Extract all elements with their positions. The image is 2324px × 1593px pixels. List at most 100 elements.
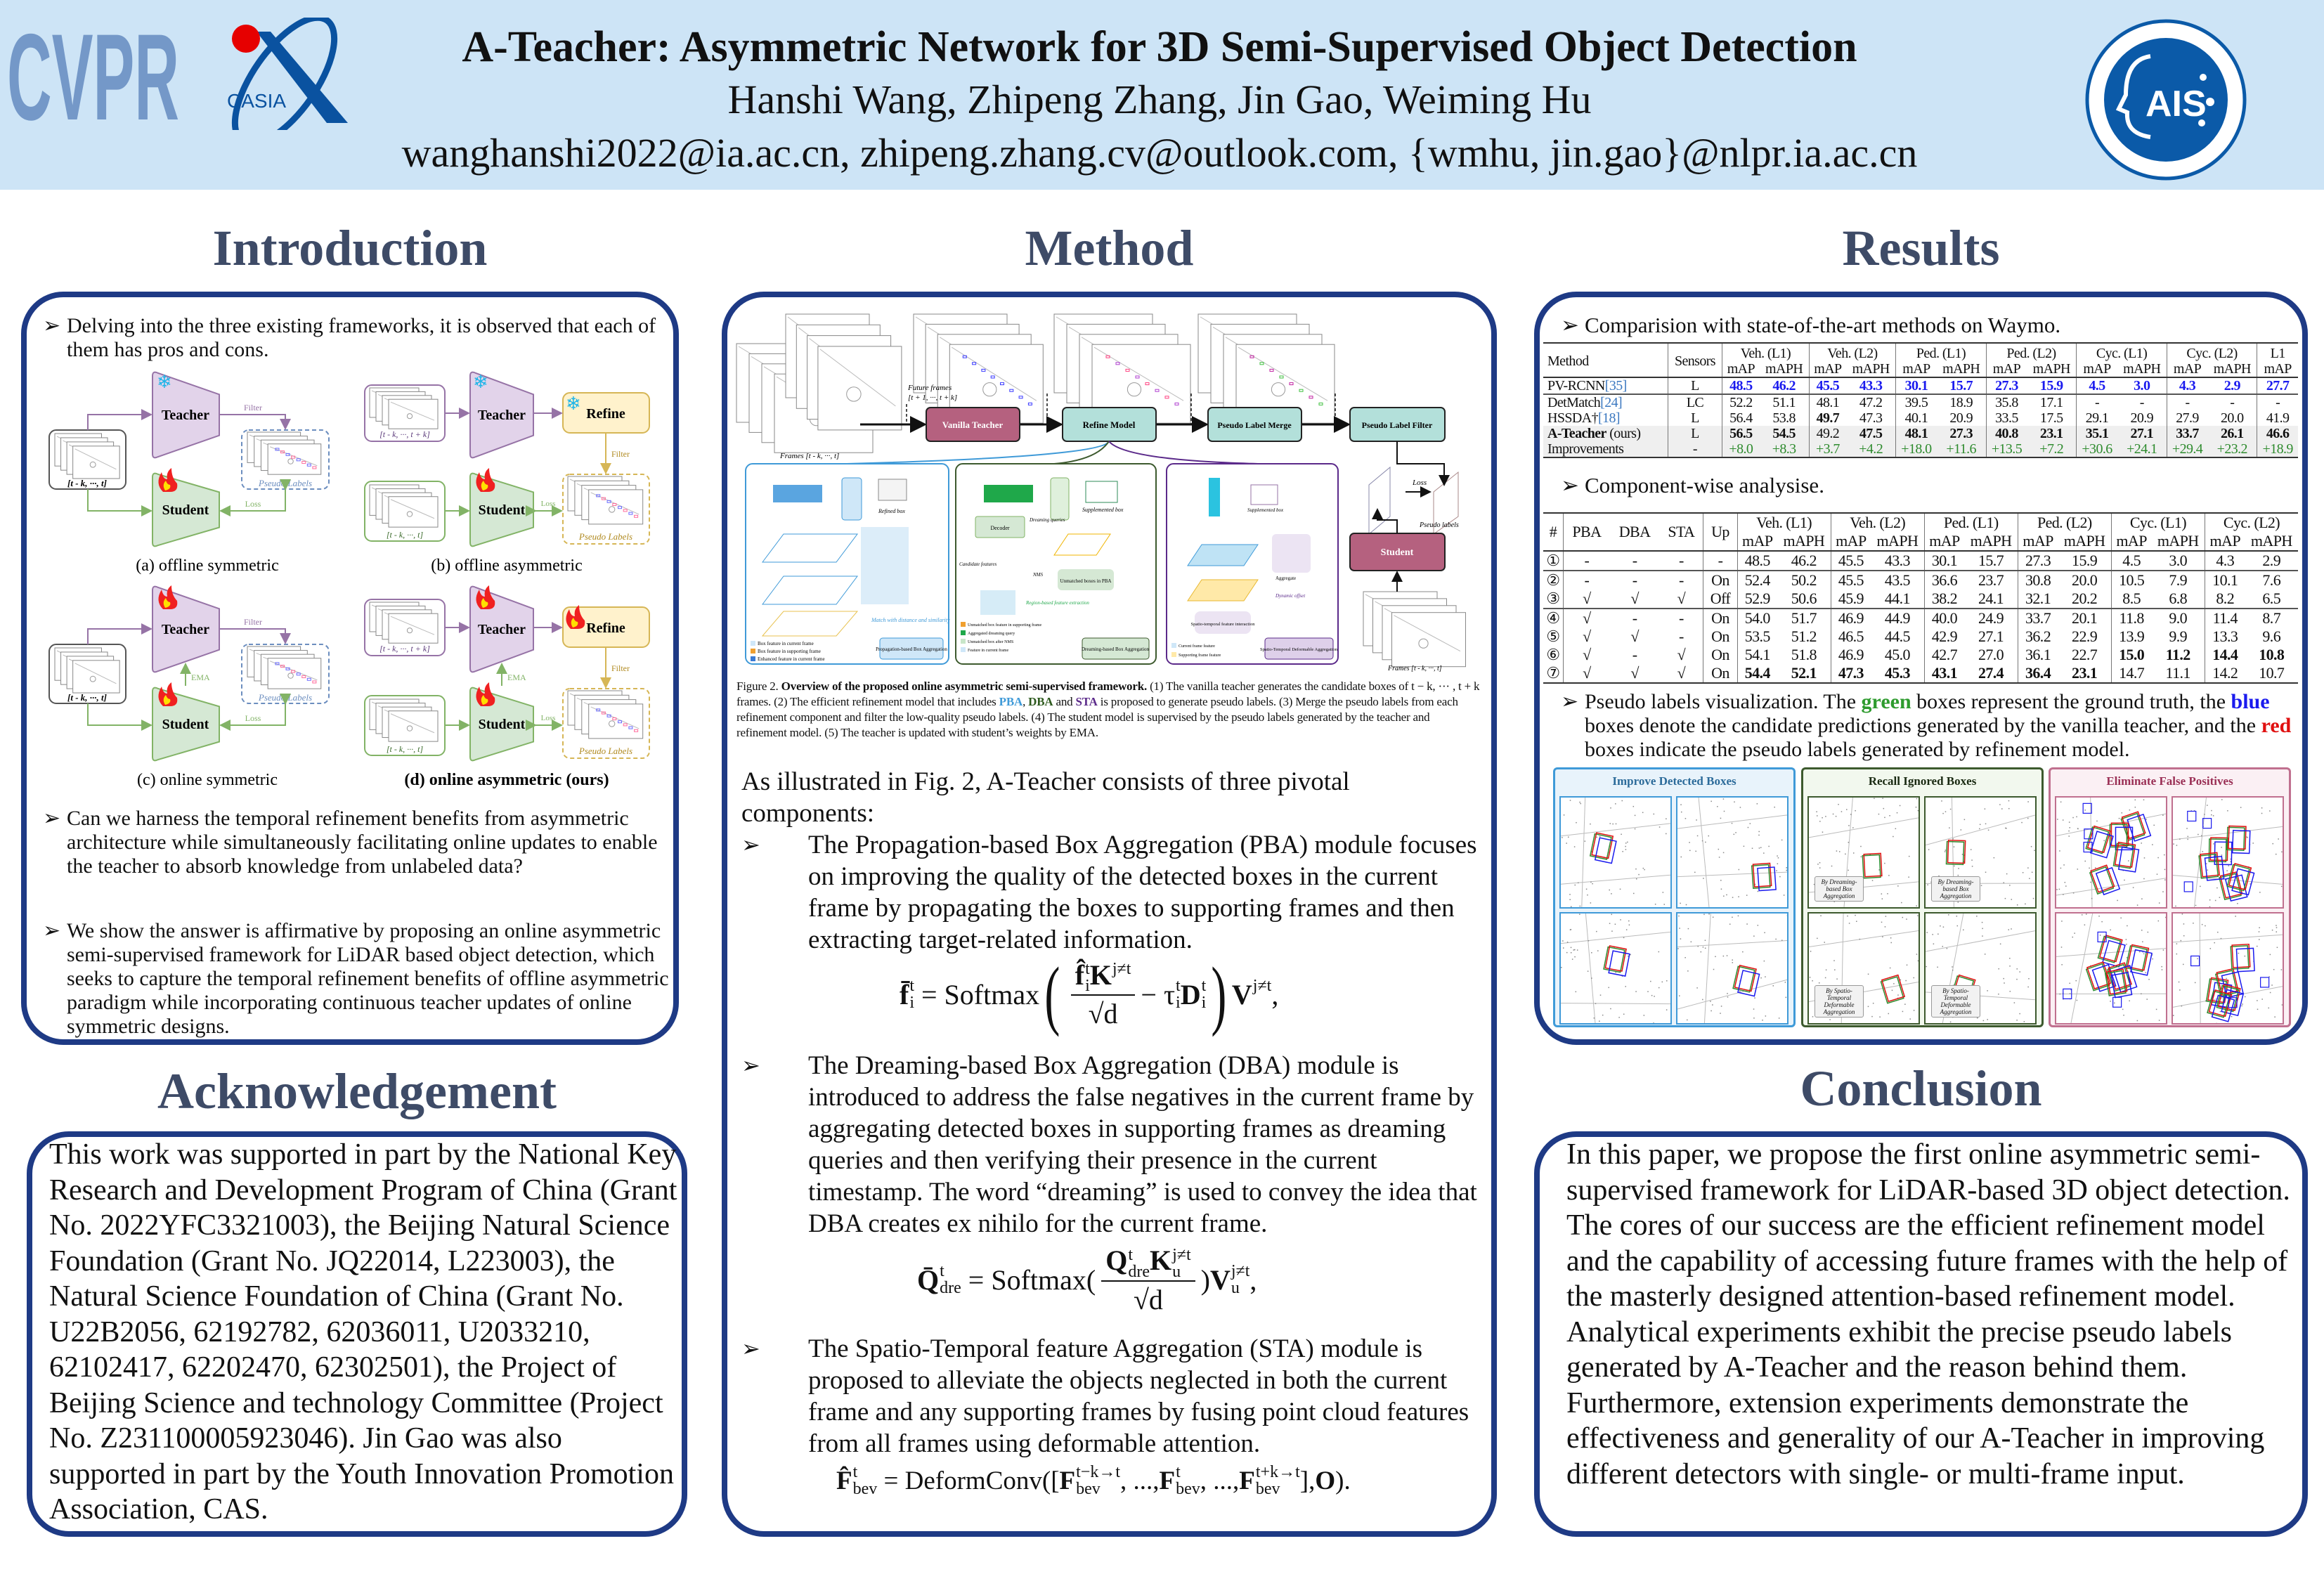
authors: Hanshi Wang, Zhipeng Zhang, Jin Gao, Wei… [727, 77, 1592, 122]
col-group-header: Cyc. (L1) [2076, 343, 2167, 361]
point-cloud-frames [369, 387, 439, 429]
student-label: Student [162, 717, 209, 732]
value-cell: 22.9 [2072, 628, 2098, 645]
supplemented-box-label: Supplemented box [1247, 507, 1284, 513]
value-cell: 29.1 [2076, 410, 2117, 426]
pba-title: Propagation-based Box Aggregation [876, 646, 947, 652]
viz-image [1559, 912, 1672, 1025]
value-cell: 4.5 [2076, 377, 2117, 394]
snowflake-icon: ❄ [566, 394, 581, 414]
col-header: mAPH [2032, 361, 2071, 377]
value-cell: 44.1 [1884, 590, 1911, 607]
subfigure-caption: (a) offline symmetric [136, 557, 278, 575]
pseudo-label-merge-block: Pseudo Label Merge [1207, 407, 1302, 442]
value-cell: 46.5 [1830, 628, 1871, 646]
col-header: mAP [1808, 361, 1847, 377]
filter-label: Filter [244, 617, 262, 627]
value-cell: 35.8 [1985, 394, 2027, 410]
value-cell: 24.9 [1964, 608, 2018, 628]
viz-image [1676, 912, 1789, 1025]
value-cell: 3.0 [2134, 378, 2150, 394]
bullet-arrow-icon: ➢ [1561, 690, 1579, 713]
point-cloud-frames [1197, 313, 1335, 424]
value-cell: +18.9 [2257, 441, 2298, 457]
viz-image [1676, 796, 1789, 909]
component-cell: - [1609, 608, 1660, 628]
viz-image: By Spatio-Temporal Deformable Aggregatio… [1807, 912, 1920, 1025]
col-group-header: Ped. (L2) [1985, 343, 2077, 361]
ema-label: EMA [507, 672, 526, 682]
loss-label: Loss [541, 500, 556, 508]
col-header: mAP [1923, 532, 1965, 551]
pseudo-labels-label: Pseudo Labels [258, 478, 312, 488]
frames-range-label: [t - k, ···, t] [387, 530, 424, 540]
col-header: mAP [2110, 532, 2152, 551]
loss-label: Loss [245, 713, 261, 723]
value-cell: 8.7 [2245, 608, 2298, 628]
method-title: Method [1025, 220, 1194, 276]
arrow [87, 489, 152, 516]
value-cell: 36.1 [2017, 646, 2058, 664]
value-cell: +8.3 [1772, 441, 1796, 457]
value-cell: 17.5 [2039, 410, 2063, 426]
caption-text: (1) The vanilla teacher generates the ca… [736, 680, 1480, 708]
method-cell: HSSDA†[18] [1547, 410, 1621, 426]
value-cell: 46.2 [1791, 552, 1817, 569]
frames-range-label: [t - k, ···, t + k] [379, 644, 430, 654]
sta-module-panel: Supplemented box Aggregate Dynamic offse… [1166, 463, 1339, 665]
table-row: Improvements-+8.0+8.3+3.7+4.2+18.0+11.6+… [1543, 441, 2298, 457]
value-cell: 48.5 [1722, 377, 1760, 394]
row-id: ④ [1543, 608, 1564, 628]
value-cell: 43.1 [1923, 664, 1965, 683]
legend-item: Box feature in current frame [758, 641, 814, 646]
value-cell: +7.2 [2039, 441, 2064, 457]
fire-icon [476, 468, 495, 492]
value-cell: 14.7 [2110, 664, 2152, 683]
value-cell: - [2166, 394, 2208, 410]
legend-item: Aggregated dreaming query [968, 632, 1015, 636]
col-header: mAPH [1942, 361, 1980, 377]
viz-panel: Eliminate False Positives [2049, 767, 2291, 1027]
value-cell: - [2117, 394, 2167, 410]
value-cell: 40.1 [1895, 410, 1937, 426]
col-header: mAP [2017, 532, 2058, 551]
col-header: DBA [1618, 523, 1651, 540]
table1-heading: ➢Comparision with state-of-the-art metho… [1561, 313, 2287, 337]
bullet-text: Can we harness the temporal refinement b… [67, 807, 658, 878]
value-cell: 9.6 [2262, 628, 2281, 645]
subfigure-caption: (b) offline asymmetric [431, 557, 582, 575]
point-cloud-frames [369, 698, 439, 742]
match-label: Match with distance and similarity [871, 617, 950, 623]
component-cell: - [1562, 570, 1610, 590]
col-header: mAP [1722, 361, 1760, 377]
fire-icon [476, 682, 495, 706]
col-header: mAPH [2213, 361, 2252, 377]
student-block: Student [1349, 533, 1446, 571]
value-cell: +4.2 [1859, 441, 1883, 457]
value-cell: 30.1 [1895, 377, 1937, 394]
col-header: mAP [1830, 532, 1871, 551]
point-cloud-frames [54, 647, 120, 694]
value-cell: 47.2 [1846, 394, 1896, 410]
col-header: mAPH [2157, 532, 2199, 550]
component-cell: - [1678, 628, 1684, 645]
value-cell: 4.5 [2110, 551, 2152, 571]
row-id: ① [1546, 552, 1560, 569]
col-group-header: Veh. (L2) [1830, 513, 1925, 532]
viz-description: ➢Pseudo labels visualization. The green … [1561, 690, 2292, 761]
col-group-header: Ped. (L1) [1923, 513, 2018, 532]
value-cell: +29.4 [2166, 441, 2208, 457]
col-header: mAPH [1876, 532, 1919, 550]
value-cell: 2.9 [2224, 378, 2241, 394]
ack-panel [27, 1131, 687, 1537]
viz-panel: Improve Detected Boxes [1553, 767, 1796, 1027]
pseudo-labels-label: Pseudo Labels [258, 692, 312, 703]
component-cell: √ [1677, 646, 1686, 663]
value-cell: 15.0 [2110, 646, 2152, 664]
